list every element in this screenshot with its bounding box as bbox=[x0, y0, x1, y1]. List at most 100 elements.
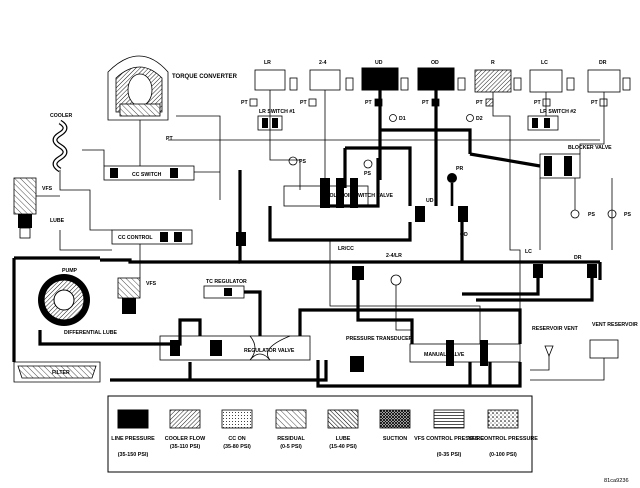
svg-text:PT: PT bbox=[422, 100, 429, 106]
dampers: D1 D2 bbox=[389, 114, 483, 122]
legend-swatch-vfs-100 bbox=[487, 409, 519, 429]
legend-swatch-residual bbox=[275, 409, 307, 429]
legend-range-4: (15-40 PSI) bbox=[329, 444, 357, 450]
svg-text:VFS: VFS bbox=[42, 186, 53, 192]
clutch-2-4 bbox=[309, 69, 341, 91]
svg-text:LC: LC bbox=[525, 249, 532, 255]
filter: FILTER bbox=[13, 361, 101, 383]
svg-text:RESERVOIR VENT: RESERVOIR VENT bbox=[532, 326, 579, 332]
svg-text:PRESSURE TRANSDUCER: PRESSURE TRANSDUCER bbox=[346, 336, 413, 342]
svg-text:2-4/LR: 2-4/LR bbox=[386, 253, 402, 259]
svg-text:MANUAL VALVE: MANUAL VALVE bbox=[424, 352, 465, 358]
label-ud: UD bbox=[375, 60, 383, 66]
svg-text:FILTER: FILTER bbox=[52, 370, 70, 376]
label-2-4: 2-4 bbox=[319, 60, 327, 66]
clutch-dr bbox=[587, 69, 621, 93]
svg-text:PS: PS bbox=[624, 212, 631, 218]
svg-text:CC CONTROL: CC CONTROL bbox=[118, 235, 153, 241]
pump: PUMP DIFFERENTIAL LUBE bbox=[38, 268, 117, 336]
pressure-switches: PS PS PR PS PS bbox=[288, 156, 631, 219]
legend-range-1: (35-110 PSI) bbox=[170, 444, 200, 450]
svg-text:PT: PT bbox=[476, 100, 483, 106]
ud-od-solenoids: UD OD bbox=[415, 198, 468, 238]
torque-converter: TORQUE CONVERTER bbox=[107, 55, 238, 121]
legend-name-3: RESIDUAL bbox=[277, 436, 305, 442]
svg-text:COOLER: COOLER bbox=[50, 113, 72, 119]
legend-swatch-line-pressure bbox=[117, 409, 149, 429]
legend-name-7: VFS CONTROL PRESSURE bbox=[468, 436, 538, 442]
label-lc: LC bbox=[541, 60, 548, 66]
thin-paths bbox=[36, 90, 613, 381]
label-r: R bbox=[491, 60, 495, 66]
legend-range-3: (0-5 PSI) bbox=[280, 444, 302, 450]
cooler: COOLER bbox=[50, 113, 72, 173]
clutch-boxes: LR 2-4 UD OD R LC DR bbox=[254, 60, 621, 93]
svg-text:LR SWITCH #2: LR SWITCH #2 bbox=[540, 109, 576, 115]
legend-range-0: (35-150 PSI) bbox=[118, 452, 149, 458]
vfs-center: VFS bbox=[117, 277, 157, 314]
blocker-valve: BLOCKER VALVE bbox=[539, 145, 612, 179]
svg-text:PT: PT bbox=[300, 100, 307, 106]
pressure-transducer: PRESSURE TRANSDUCER bbox=[346, 336, 413, 372]
clutch-lr bbox=[254, 69, 286, 91]
svg-text:PS: PS bbox=[299, 159, 306, 165]
figure-id: 81ca9236 bbox=[604, 478, 629, 484]
solenoid-switch-valve: SOLENOID SWITCH VALVE bbox=[283, 178, 393, 208]
svg-text:REGULATOR VALVE: REGULATOR VALVE bbox=[244, 348, 295, 354]
svg-text:PT: PT bbox=[534, 100, 541, 106]
svg-text:DIFFERENTIAL LUBE: DIFFERENTIAL LUBE bbox=[64, 330, 117, 336]
legend-name-6: VFS CONTROL PRESSURE bbox=[414, 436, 484, 442]
legend-range-2: (35-80 PSI) bbox=[223, 444, 251, 450]
legend-swatch-cooler-flow bbox=[169, 409, 201, 429]
cc-switch: CC SWITCH bbox=[103, 165, 195, 181]
svg-text:PS: PS bbox=[588, 212, 595, 218]
label-od: OD bbox=[431, 60, 439, 66]
svg-text:CC SWITCH: CC SWITCH bbox=[132, 172, 162, 178]
svg-text:BLOCKER VALVE: BLOCKER VALVE bbox=[568, 145, 612, 151]
legend-name-5: SUCTION bbox=[383, 436, 407, 442]
svg-text:LR SWITCH #1: LR SWITCH #1 bbox=[259, 109, 295, 115]
legend-name-4: LUBE bbox=[336, 436, 351, 442]
regulator-valve: REGULATOR VALVE bbox=[159, 335, 311, 361]
legend-range-7: (0-100 PSI) bbox=[489, 452, 517, 458]
label-dr: DR bbox=[599, 60, 607, 66]
reservoir: RESERVOIR VENT VENT RESERVOIR bbox=[532, 322, 638, 359]
svg-text:PUMP: PUMP bbox=[62, 268, 78, 274]
svg-text:PT: PT bbox=[166, 136, 173, 142]
svg-text:VFS: VFS bbox=[146, 281, 157, 287]
svg-text:SOLENOID SWITCH VALVE: SOLENOID SWITCH VALVE bbox=[326, 193, 393, 199]
svg-text:D2: D2 bbox=[476, 116, 483, 122]
tc-regulator: TC REGULATOR bbox=[203, 279, 247, 299]
manual-valve: MANUAL VALVE bbox=[409, 340, 521, 366]
legend-swatch-lube bbox=[327, 409, 359, 429]
svg-text:TC REGULATOR: TC REGULATOR bbox=[206, 279, 247, 285]
lr-switch-2: LR SWITCH #2 bbox=[527, 109, 576, 131]
svg-text:UD: UD bbox=[426, 198, 434, 204]
svg-text:PT: PT bbox=[365, 100, 372, 106]
clutch-od bbox=[417, 67, 455, 91]
svg-text:PR: PR bbox=[456, 166, 463, 172]
svg-text:PT: PT bbox=[241, 100, 248, 106]
pt-labels: PT PT PT PT PT PT PT PT bbox=[166, 100, 598, 142]
legend-name-2: CC ON bbox=[228, 436, 245, 442]
svg-text:LUBE: LUBE bbox=[50, 218, 65, 224]
svg-text:PT: PT bbox=[591, 100, 598, 106]
svg-text:DR: DR bbox=[574, 255, 582, 261]
legend-range-6: (0-35 PSI) bbox=[437, 452, 462, 458]
svg-text:OD: OD bbox=[460, 232, 468, 238]
legend-swatch-cc-on bbox=[221, 409, 253, 429]
vfs-left: VFS LUBE bbox=[13, 177, 65, 239]
svg-text:VENT RESERVOIR: VENT RESERVOIR bbox=[592, 322, 638, 328]
shift-solenoids: LR/CC 2-4/LR LC DR bbox=[236, 232, 597, 286]
svg-text:PS: PS bbox=[364, 171, 371, 177]
clutch-r bbox=[474, 69, 512, 93]
cc-control: CC CONTROL bbox=[111, 229, 193, 245]
legend-name-1: COOLER FLOW bbox=[165, 436, 206, 442]
svg-text:D1: D1 bbox=[399, 116, 406, 122]
svg-text:LR/CC: LR/CC bbox=[338, 246, 354, 252]
clutch-lc bbox=[529, 69, 563, 93]
lr-switch-1: LR SWITCH #1 bbox=[257, 109, 295, 131]
legend-swatch-vfs-35 bbox=[433, 409, 465, 429]
legend-swatch-suction bbox=[379, 409, 411, 429]
